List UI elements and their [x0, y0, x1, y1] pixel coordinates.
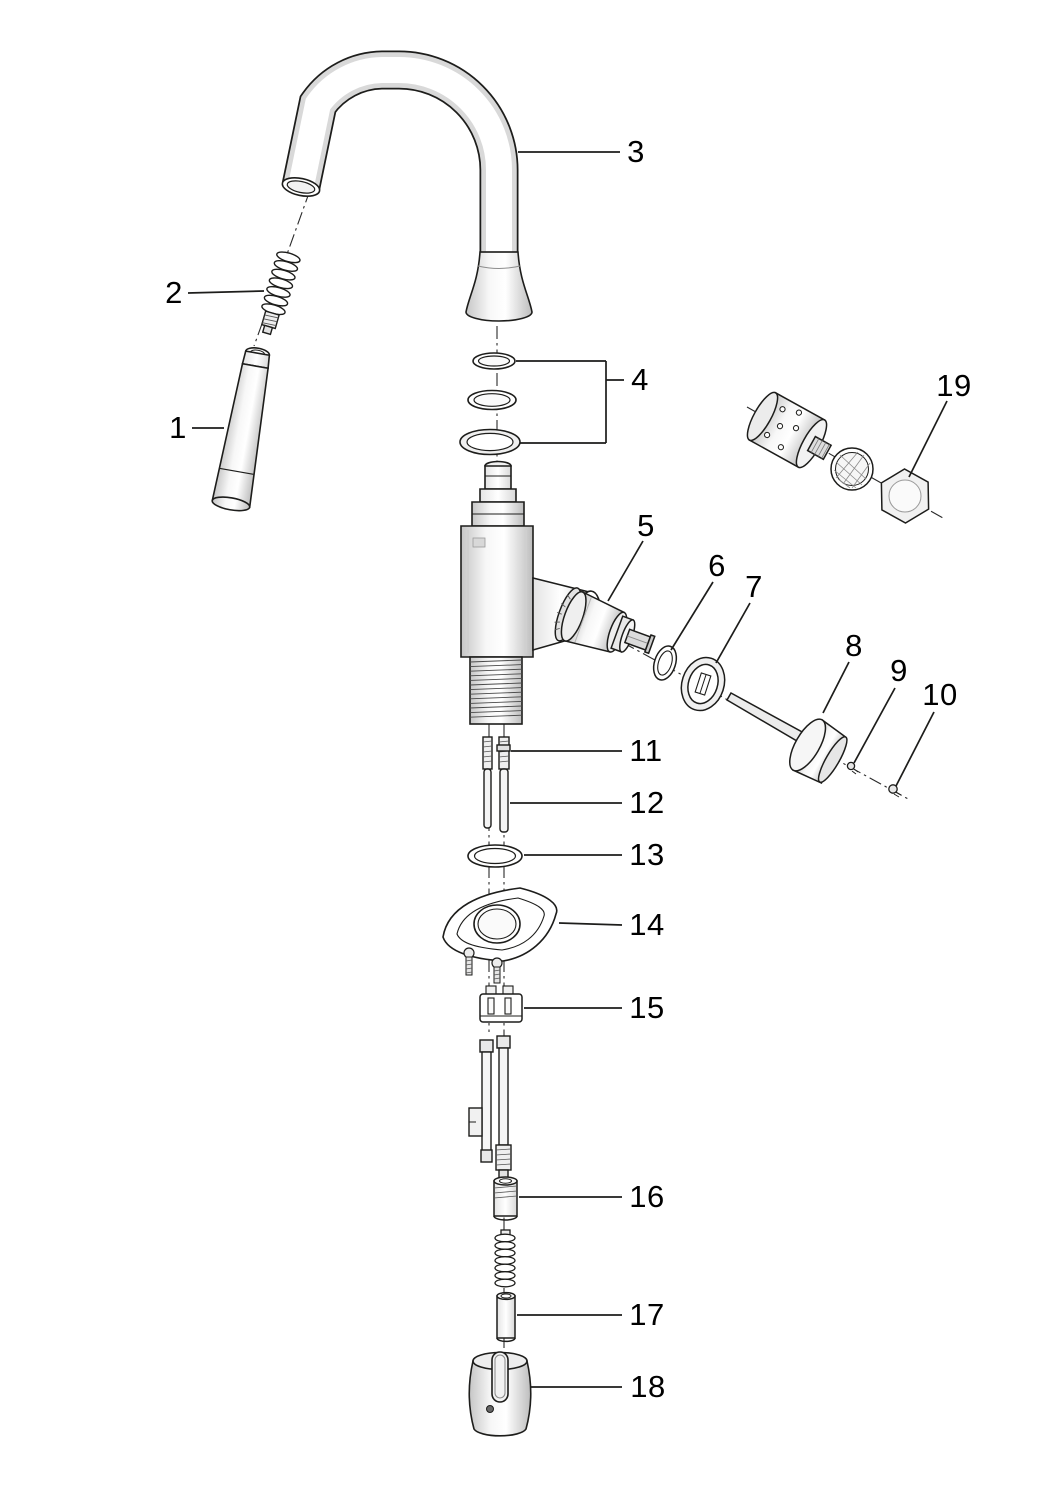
part-label-3: 3	[627, 134, 645, 169]
part-13-o-ring	[467, 844, 523, 868]
part-4-o-ring-set	[459, 352, 521, 456]
part-5-cartridge	[554, 587, 656, 655]
part-label-8: 8	[845, 628, 863, 663]
leader-5	[607, 540, 644, 602]
leader-2	[187, 290, 265, 294]
part-label-1: 1	[169, 410, 187, 445]
part-label-5: 5	[637, 508, 655, 543]
leader-14	[558, 922, 623, 926]
part-label-13: 13	[629, 837, 665, 872]
part-label-18: 18	[630, 1369, 666, 1404]
body-barrel	[460, 525, 534, 658]
part-9-set-screw	[846, 761, 859, 775]
leader-7	[715, 602, 751, 664]
part-label-19: 19	[936, 368, 972, 403]
part-19-cartridge-assembly	[746, 391, 930, 524]
part-2-spring	[260, 251, 301, 336]
part-label-16: 16	[629, 1179, 665, 1214]
part-6-o-ring	[652, 645, 678, 681]
part-label-7: 7	[745, 569, 763, 604]
knurled-ring	[830, 447, 874, 491]
leader-19	[908, 400, 948, 478]
part-label-6: 6	[708, 548, 726, 583]
body-logo	[472, 537, 486, 548]
hose-sub-assembly	[468, 1035, 512, 1179]
part-label-11: 11	[629, 733, 663, 768]
leader-4	[516, 360, 624, 444]
part-label-14: 14	[629, 907, 665, 942]
body-threaded-shank	[469, 656, 523, 725]
leader-6	[670, 581, 714, 651]
part-18-hose-weight	[468, 1351, 532, 1437]
part-12-supply-tubes	[483, 768, 509, 833]
part-14-mounting-bracket	[442, 887, 558, 984]
spout-bell	[465, 251, 533, 322]
part-label-4: 4	[631, 362, 649, 397]
hex-nut	[880, 468, 930, 524]
part-1-spray-wand	[211, 347, 271, 512]
part-7-cap	[680, 656, 726, 712]
part-label-10: 10	[922, 677, 958, 712]
leader-10	[895, 711, 935, 787]
part-15-clip	[479, 985, 523, 1023]
part-17-spacer-tube	[496, 1291, 516, 1343]
part-16-adapter	[493, 1176, 518, 1221]
part-3-spout	[281, 50, 533, 322]
leader-9	[853, 687, 896, 764]
part-label-17: 17	[629, 1297, 665, 1332]
part-11-hose-fitting	[482, 736, 511, 770]
lower-spring	[494, 1229, 516, 1288]
leader-8	[822, 661, 850, 714]
part-label-15: 15	[629, 990, 665, 1025]
part-label-2: 2	[165, 275, 183, 310]
part-label-12: 12	[629, 785, 665, 820]
leader-lines	[187, 151, 948, 1388]
part-label-9: 9	[890, 653, 908, 688]
part-8-handle	[725, 691, 848, 784]
part-10-set-screw	[888, 784, 902, 798]
